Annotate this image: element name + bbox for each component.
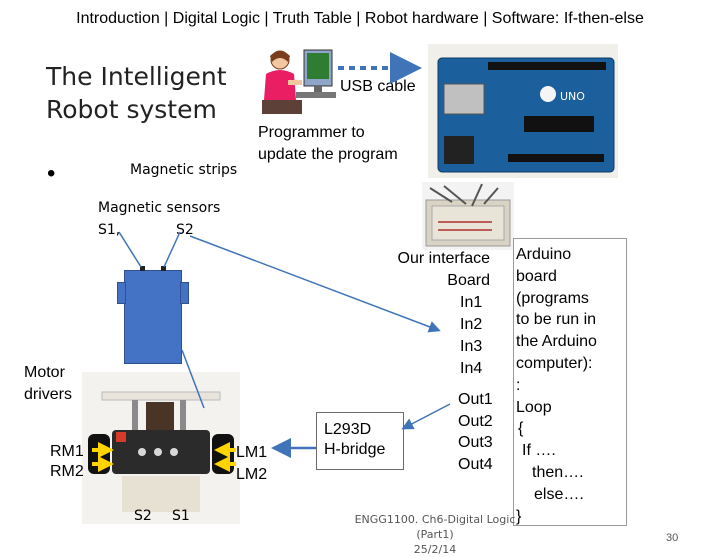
section-breadcrumb: Introduction | Digital Logic | Truth Tab…	[76, 10, 644, 27]
arduino-line: board	[516, 267, 557, 285]
input-pin-3: In3	[460, 338, 483, 355]
title-line-2: Robot system	[46, 95, 217, 124]
arduino-line: computer):	[516, 354, 593, 372]
input-pin-4: In4	[460, 360, 483, 377]
hbridge-label-line-2: H-bridge	[324, 441, 386, 458]
sensor-s2-bottom-label: S2	[134, 508, 152, 524]
footer-course: ENGG1100. Ch6-Digital Logic (Part1)	[354, 513, 516, 541]
slide-title: The Intelligent Robot system	[46, 60, 227, 126]
interface-board-label-line-2: Board	[447, 272, 490, 289]
sensor-s1-line	[118, 231, 142, 268]
arduino-line: }	[516, 507, 522, 525]
output-pin-1: Out1	[458, 391, 493, 408]
lm2-label: LM2	[236, 466, 268, 483]
programmer-label: Programmer to update the program	[258, 122, 398, 166]
arduino-line: Arduino	[516, 246, 572, 263]
arduino-line: else….	[534, 485, 584, 503]
motor-drivers-line	[181, 349, 205, 409]
magnetic-strips-label: Magnetic strips	[130, 162, 238, 178]
arduino-line: to be run in	[516, 311, 597, 329]
footer-date: 25/2/14	[413, 543, 457, 556]
arduino-program-text: Arduino board (programs to be run in the…	[516, 244, 626, 527]
sensor-s1-dot	[140, 266, 145, 271]
sensor-s2-label: S2	[176, 222, 194, 238]
output-pin-2: Out2	[458, 412, 493, 430]
hbridge-box	[316, 412, 404, 470]
connector-arrows	[92, 52, 451, 472]
robot-right-wheel	[180, 282, 189, 304]
arduino-line: If ….	[522, 442, 556, 460]
output-pins-list: Out1 Out2 Out3 Out4	[458, 389, 493, 475]
sensor-s2-dot	[161, 266, 166, 271]
bullet-point: •	[47, 160, 56, 187]
lm1-label: LM1	[236, 444, 268, 461]
programmer-label-line-2: update the program	[258, 146, 398, 163]
interface-board-image	[422, 182, 514, 250]
magnetic-sensors-label: Magnetic sensors	[98, 200, 221, 216]
arduino-line: then….	[532, 463, 584, 481]
input-pin-2: In2	[460, 316, 483, 333]
programmer-clipart-icon	[258, 44, 338, 116]
interface-board-label-line-1: Our interface	[397, 250, 490, 267]
arduino-board-image: UNO	[428, 44, 618, 178]
input-pins-list: In1 In2 In3 In4	[460, 292, 482, 380]
motor-drivers-label-line-1: Motor	[24, 364, 65, 381]
left-motor-label: LM1 LM2	[236, 442, 267, 486]
arduino-line: (programs	[516, 289, 589, 307]
outputs-to-hbridge-arrow	[401, 403, 451, 430]
arduino-line: Loop	[516, 398, 552, 416]
programmer-label-line-1: Programmer to	[258, 124, 365, 141]
arduino-program-box	[513, 238, 627, 526]
hbridge-label: L293D H-bridge	[324, 420, 385, 460]
title-line-1: The Intelligent	[46, 62, 227, 91]
arduino-line: the Arduino	[516, 333, 597, 351]
svg-text:UNO: UNO	[560, 90, 585, 103]
hbridge-label-line-1: L293D	[324, 421, 372, 438]
interface-board-label: Our interface Board	[384, 248, 490, 292]
motor-drivers-label-line-2: drivers	[24, 386, 73, 403]
sensor-s2-line	[163, 231, 181, 268]
sensor-to-interface-arrow	[189, 235, 441, 333]
sensor-s1-label: S1,	[98, 222, 121, 238]
arduino-line: :	[516, 376, 521, 394]
robot-left-wheel	[117, 282, 126, 304]
right-motor-label: RM1 RM2	[50, 442, 84, 482]
input-pin-1: In1	[460, 294, 483, 311]
rm2-label: RM2	[50, 463, 84, 480]
output-pin-3: Out3	[458, 434, 493, 451]
sensor-s1-bottom-label: S1	[172, 508, 190, 524]
robot-body	[124, 270, 182, 364]
arduino-line: {	[518, 420, 524, 438]
output-pin-4: Out4	[458, 455, 493, 473]
rm1-label: RM1	[50, 443, 84, 460]
motor-drivers-label: Motor drivers	[24, 362, 72, 406]
